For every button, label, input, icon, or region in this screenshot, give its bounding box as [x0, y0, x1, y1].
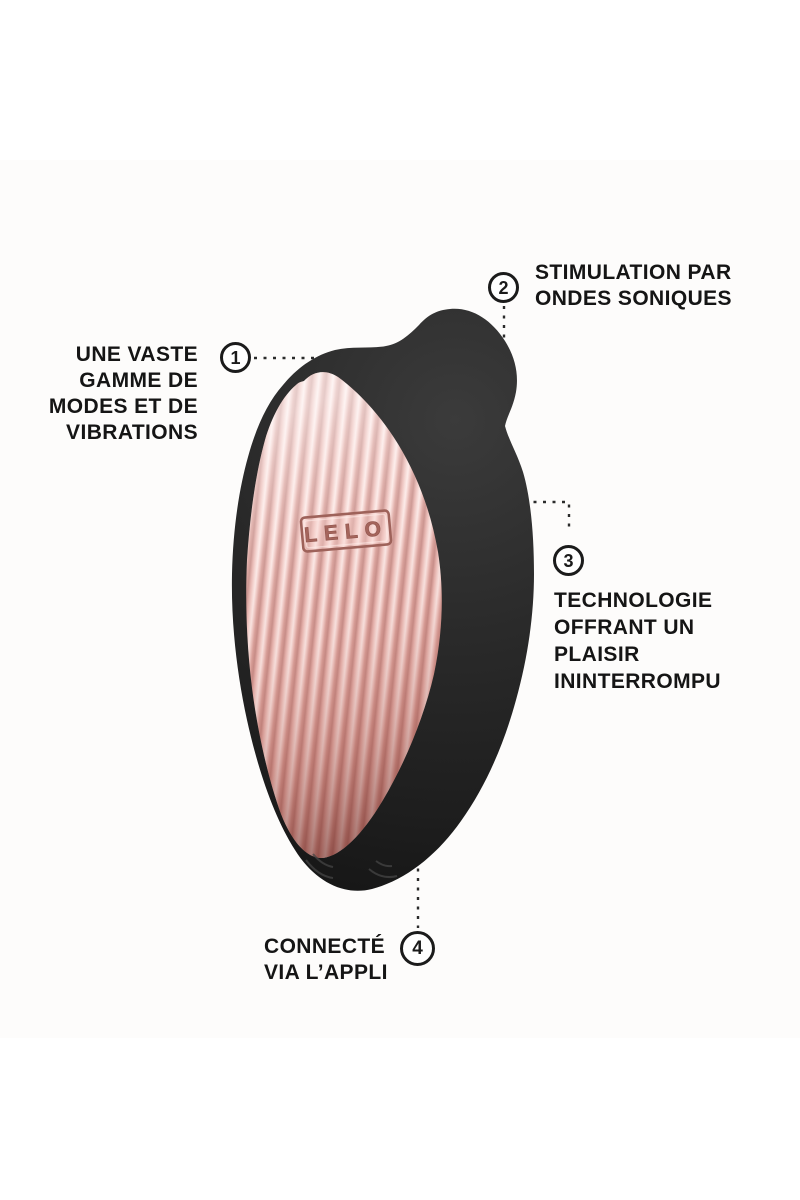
device-face	[246, 372, 442, 859]
callout-2-number: 2	[498, 277, 509, 298]
callout-3-number: 3	[563, 550, 574, 571]
callout-4-number: 4	[412, 938, 423, 959]
callout-4-circle: 4	[400, 931, 435, 966]
callout-3-label: TECHNOLOGIE OFFRANT UN PLAISIR ININTERRO…	[554, 589, 721, 693]
callout-1-label: UNE VASTE GAMME DE MODES ET DE VIBRATION…	[48, 343, 198, 444]
callout-1-circle: 1	[220, 342, 251, 373]
callout-2-circle: 2	[488, 272, 519, 303]
callout-3-circle: 3	[553, 545, 584, 576]
callout-1-number: 1	[230, 347, 241, 368]
lelo-logo-plate: LELO	[299, 509, 393, 553]
callout-4-label: CONNECTÉ VIA L’APPLI	[264, 935, 388, 984]
regulatory-engraving-marks	[305, 853, 398, 879]
callout-2-label: STIMULATION PAR ONDES SONIQUES	[535, 261, 732, 310]
